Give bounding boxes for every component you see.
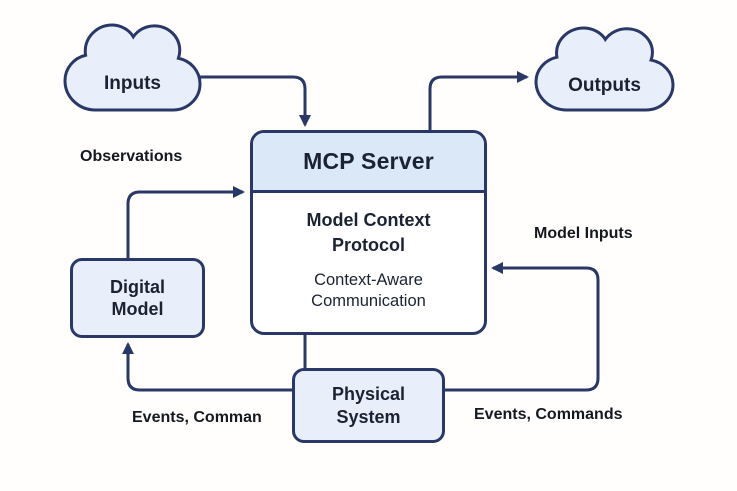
edge-digital-to-mcp-arrow xyxy=(126,186,245,259)
physical-system-label: Physical System xyxy=(331,384,406,427)
events-comman-edge-label: Events, Comman xyxy=(132,409,262,426)
outputs-cloud-shape xyxy=(536,28,673,110)
inputs-cloud-label: Inputs xyxy=(104,72,161,94)
mcp-server-title: MCP Server xyxy=(253,133,484,193)
inputs-cloud-shape xyxy=(65,25,200,110)
model-inputs-edge-label: Model Inputs xyxy=(534,225,633,242)
mcp-server-box: MCP Server Model Context Protocol Contex… xyxy=(250,130,487,335)
edge-mcp-to-outputs-arrow xyxy=(428,71,529,130)
observations-edge-label: Observations xyxy=(80,148,183,165)
events-commands-edge-label: Events, Commands xyxy=(474,406,623,423)
mcp-server-body: Model Context Protocol Context-Aware Com… xyxy=(253,193,484,332)
physical-system-box: Physical System xyxy=(292,368,445,443)
digital-model-box: Digital Model xyxy=(70,258,205,338)
mcp-protocol-label: Model Context Protocol xyxy=(306,210,431,255)
outputs-cloud-label: Outputs xyxy=(568,75,641,96)
edge-physical-to-mcp-arrow xyxy=(445,262,600,392)
mcp-description-label: Context-Aware Communication xyxy=(311,270,426,311)
digital-model-label: Digital Model xyxy=(109,276,165,320)
edge-physical-to-digital-arrow xyxy=(122,342,292,392)
edge-inputs-to-mcp-arrow xyxy=(200,75,311,127)
